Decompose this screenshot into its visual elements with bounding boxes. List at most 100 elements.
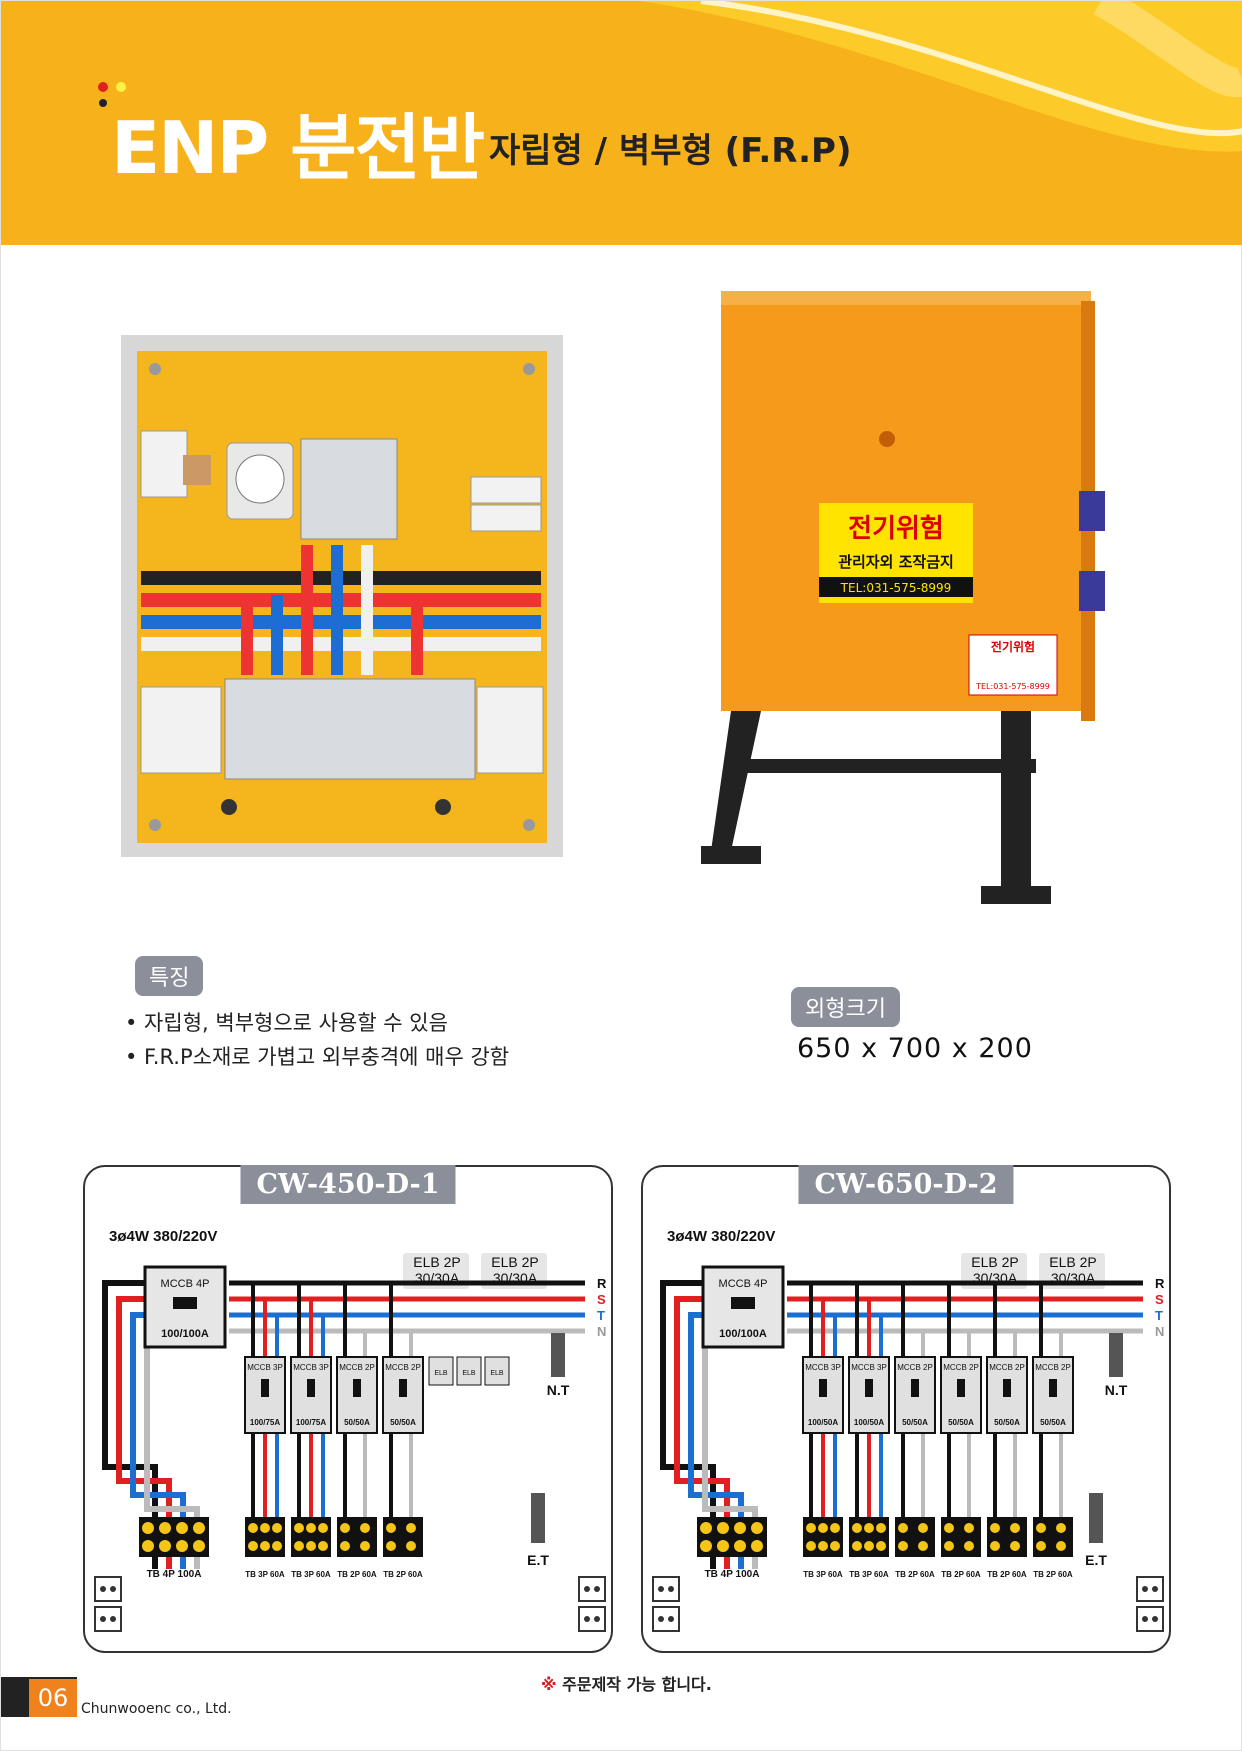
voltage-label: 3ø4W 380/220V bbox=[109, 1228, 217, 1245]
branch-tb-label: TB 2P 60A bbox=[383, 1570, 423, 1579]
branch-breaker-type: MCCB 3P bbox=[805, 1363, 841, 1372]
features-badge: 특징 bbox=[135, 956, 204, 996]
note-mark: ※ bbox=[541, 1675, 557, 1694]
tb-terminal bbox=[734, 1522, 746, 1534]
custom-order-note: ※ 주문제작 가능 합니다. bbox=[541, 1671, 712, 1695]
mount-hole bbox=[94, 1606, 122, 1632]
mount-hole bbox=[94, 1576, 122, 1602]
elb-group-box bbox=[961, 1253, 1027, 1289]
branch-breaker-rating: 50/50A bbox=[344, 1418, 370, 1427]
et-label: E.T bbox=[1085, 1552, 1107, 1568]
branch-breaker-rating: 100/75A bbox=[296, 1418, 326, 1427]
branch-tb-label: TB 2P 60A bbox=[941, 1570, 981, 1579]
tb-terminal bbox=[1056, 1541, 1066, 1551]
header-banner: ENP 분전반 자립형 / 벽부형 (F.R.P) bbox=[1, 1, 1242, 245]
tb-terminal bbox=[294, 1523, 304, 1533]
bus-label: N bbox=[597, 1324, 606, 1339]
branch-breaker-switch bbox=[399, 1379, 407, 1397]
bus-label: T bbox=[1155, 1308, 1163, 1323]
et-label: E.T bbox=[527, 1552, 549, 1568]
branch-breaker-switch bbox=[911, 1379, 919, 1397]
nt-label: N.T bbox=[1105, 1382, 1128, 1398]
branch-breaker-rating: 50/50A bbox=[1040, 1418, 1066, 1427]
tb-terminal bbox=[386, 1541, 396, 1551]
tb-terminal bbox=[1010, 1541, 1020, 1551]
plate-title: 전기위험 bbox=[991, 639, 1035, 654]
page-subtitle: 자립형 / 벽부형 (F.R.P) bbox=[489, 131, 852, 171]
branch-breaker-switch bbox=[1049, 1379, 1057, 1397]
tb-terminal bbox=[260, 1523, 270, 1533]
branch-breaker-switch bbox=[353, 1379, 361, 1397]
elb-label: ELB bbox=[462, 1370, 476, 1377]
branch-tb bbox=[1033, 1517, 1073, 1557]
elb-group-box bbox=[403, 1253, 469, 1289]
enclosure-photo: 전기위험 관리자외 조작금지 TEL:031-575-8999 전기위험 TEL… bbox=[701, 291, 1121, 931]
tb-terminal bbox=[806, 1523, 816, 1533]
diagram-title: CW-450-D-1 bbox=[240, 1165, 456, 1204]
tb-terminal bbox=[176, 1540, 188, 1552]
tb-terminal bbox=[360, 1541, 370, 1551]
mount-hole bbox=[100, 1616, 106, 1622]
branch-tb bbox=[383, 1517, 423, 1557]
bus-label: S bbox=[1155, 1292, 1164, 1307]
branch-breaker-type: MCCB 2P bbox=[339, 1363, 375, 1372]
tb-terminal bbox=[406, 1523, 416, 1533]
tb-terminal bbox=[159, 1540, 171, 1552]
tb-terminal bbox=[964, 1541, 974, 1551]
tb-terminal bbox=[852, 1523, 862, 1533]
branch-breaker-type: MCCB 2P bbox=[1035, 1363, 1071, 1372]
branch-tb bbox=[987, 1517, 1027, 1557]
branch-breaker-rating: 50/50A bbox=[902, 1418, 928, 1427]
elb-group-label: ELB 2P bbox=[1049, 1254, 1096, 1270]
branch-breaker-rating: 100/50A bbox=[854, 1418, 884, 1427]
tb-terminal bbox=[360, 1523, 370, 1533]
elb-label: ELB bbox=[434, 1370, 448, 1377]
tb-terminal bbox=[318, 1523, 328, 1533]
mount-hole bbox=[584, 1586, 590, 1592]
tb-terminal bbox=[876, 1523, 886, 1533]
mount-hole bbox=[1136, 1606, 1164, 1632]
tb-terminal bbox=[1056, 1523, 1066, 1533]
tb-terminal bbox=[294, 1541, 304, 1551]
branch-tb-label: TB 3P 60A bbox=[803, 1570, 843, 1579]
branch-breaker-rating: 50/50A bbox=[390, 1418, 416, 1427]
earth-terminal bbox=[1089, 1493, 1103, 1543]
tb-terminal bbox=[318, 1541, 328, 1551]
neutral-terminal bbox=[1109, 1333, 1123, 1377]
tb-terminal bbox=[1010, 1523, 1020, 1533]
main-mccb-switch bbox=[731, 1297, 755, 1309]
tb-terminal bbox=[990, 1523, 1000, 1533]
header-swoosh bbox=[641, 1, 1242, 152]
mount-hole bbox=[594, 1616, 600, 1622]
main-mccb-label: MCCB 4P bbox=[719, 1278, 768, 1290]
tb-terminal bbox=[193, 1540, 205, 1552]
branch-breaker-rating: 50/50A bbox=[948, 1418, 974, 1427]
tb-terminal bbox=[818, 1523, 828, 1533]
tb-terminal bbox=[1036, 1541, 1046, 1551]
tb-terminal bbox=[898, 1541, 908, 1551]
branch-breaker-type: MCCB 2P bbox=[943, 1363, 979, 1372]
elb-label: ELB bbox=[490, 1370, 504, 1377]
tb-terminal bbox=[964, 1523, 974, 1533]
incoming-cable bbox=[660, 1280, 716, 1569]
mount-hole bbox=[594, 1586, 600, 1592]
tb-terminal bbox=[944, 1541, 954, 1551]
tb-terminal bbox=[306, 1523, 316, 1533]
warning-sub: 관리자외 조작금지 bbox=[838, 553, 954, 571]
branch-breaker-type: MCCB 3P bbox=[293, 1363, 329, 1372]
tb-terminal bbox=[717, 1522, 729, 1534]
tb-terminal bbox=[818, 1541, 828, 1551]
branch-breaker-rating: 100/75A bbox=[250, 1418, 280, 1427]
branch-breaker-switch bbox=[819, 1379, 827, 1397]
tb-terminal bbox=[830, 1541, 840, 1551]
main-mccb-label: MCCB 4P bbox=[161, 1278, 210, 1290]
branch-breaker-type: MCCB 2P bbox=[385, 1363, 421, 1372]
feature-item: • 자립형, 벽부형으로 사용할 수 있음 bbox=[125, 1011, 448, 1035]
warning-title: 전기위험 bbox=[848, 514, 944, 544]
mount-hole bbox=[1152, 1586, 1158, 1592]
elb-group-label: ELB 2P bbox=[413, 1254, 460, 1270]
tb-terminal bbox=[944, 1523, 954, 1533]
branch-breaker-type: MCCB 2P bbox=[897, 1363, 933, 1372]
